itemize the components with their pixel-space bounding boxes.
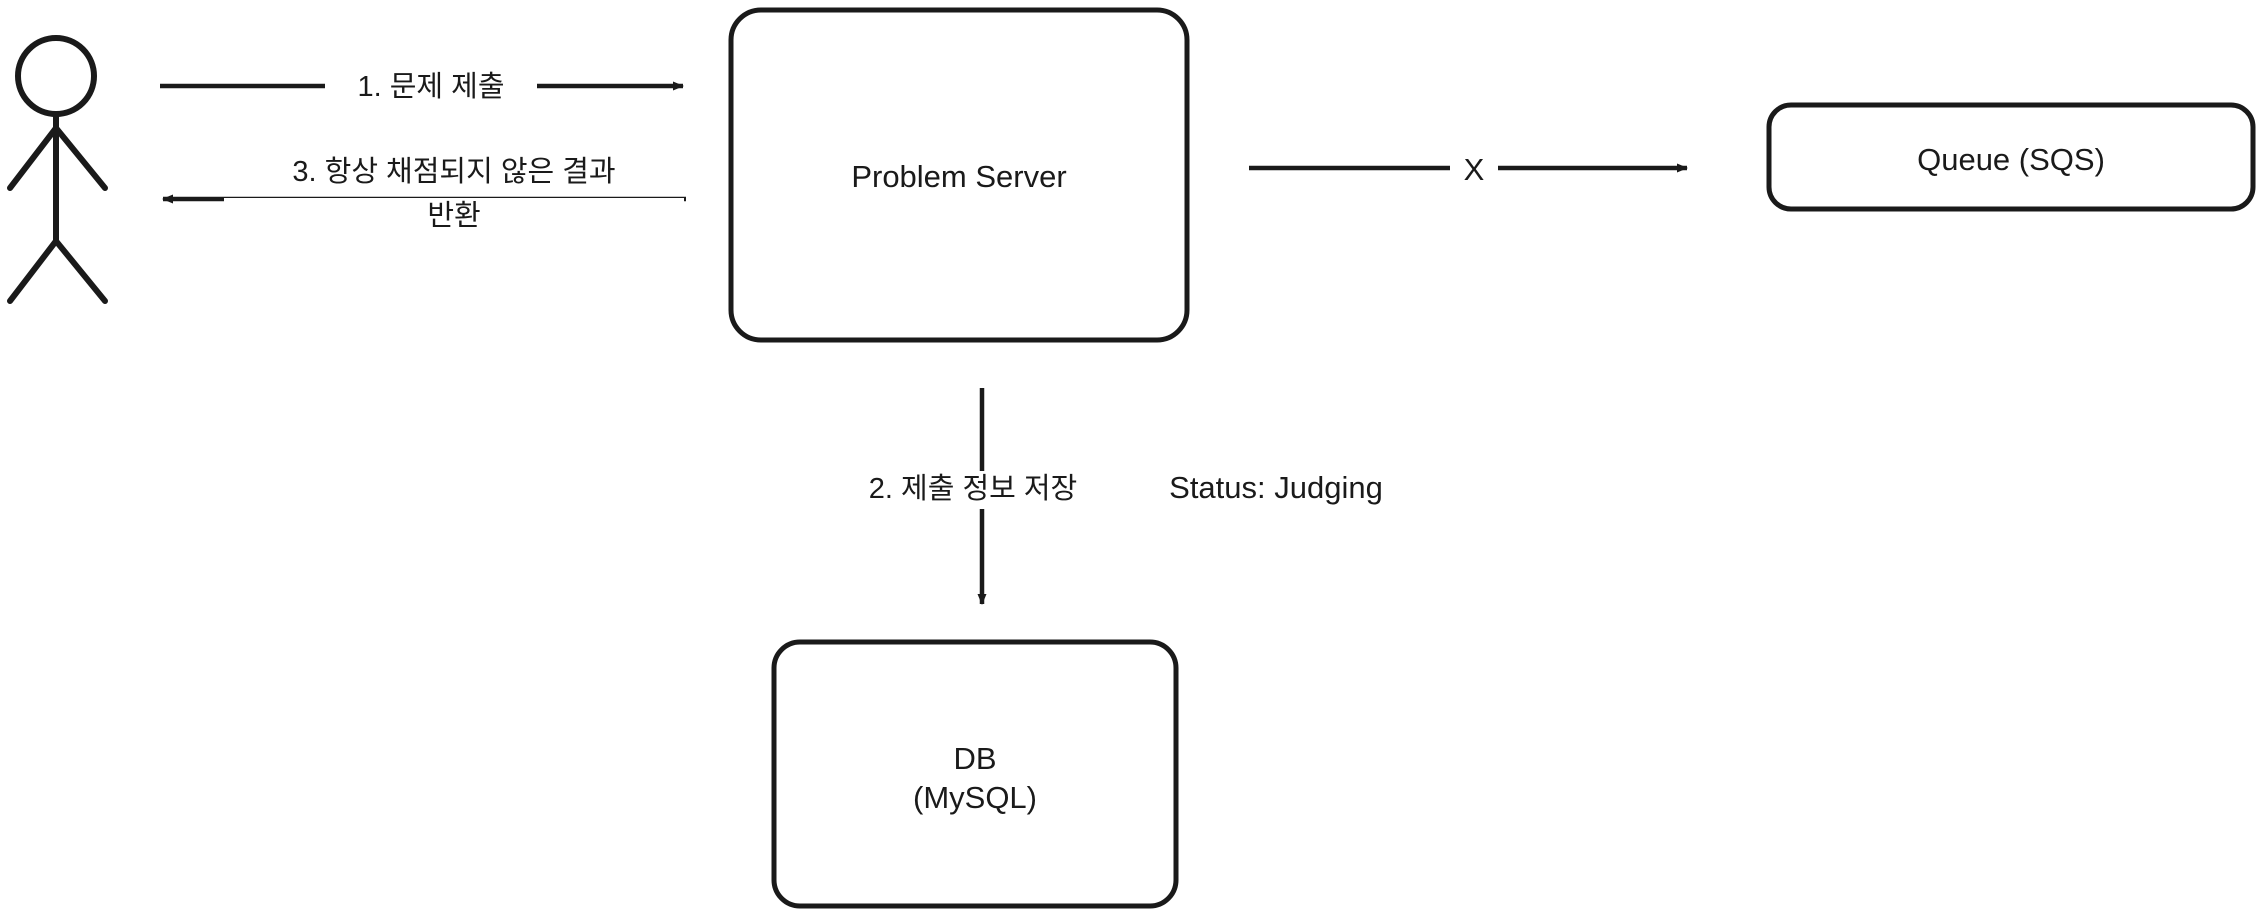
edge-return-label-line2: 반환 [224,198,684,236]
edge-queue-label: X [1450,150,1498,191]
node-problem-server-box[interactable] [728,7,1190,343]
edge-submit-label: 1. 문제 제출 [325,69,537,107]
node-queue-sqs-box[interactable] [1766,102,2256,212]
stick-figure-actor-icon [7,35,108,304]
edge-store-label: 2. 제출 정보 저장 [842,471,1104,509]
node-db-mysql-box[interactable] [771,639,1179,909]
edge-return-label-line1: 3. 항상 채점되지 않은 결과 [224,154,684,192]
